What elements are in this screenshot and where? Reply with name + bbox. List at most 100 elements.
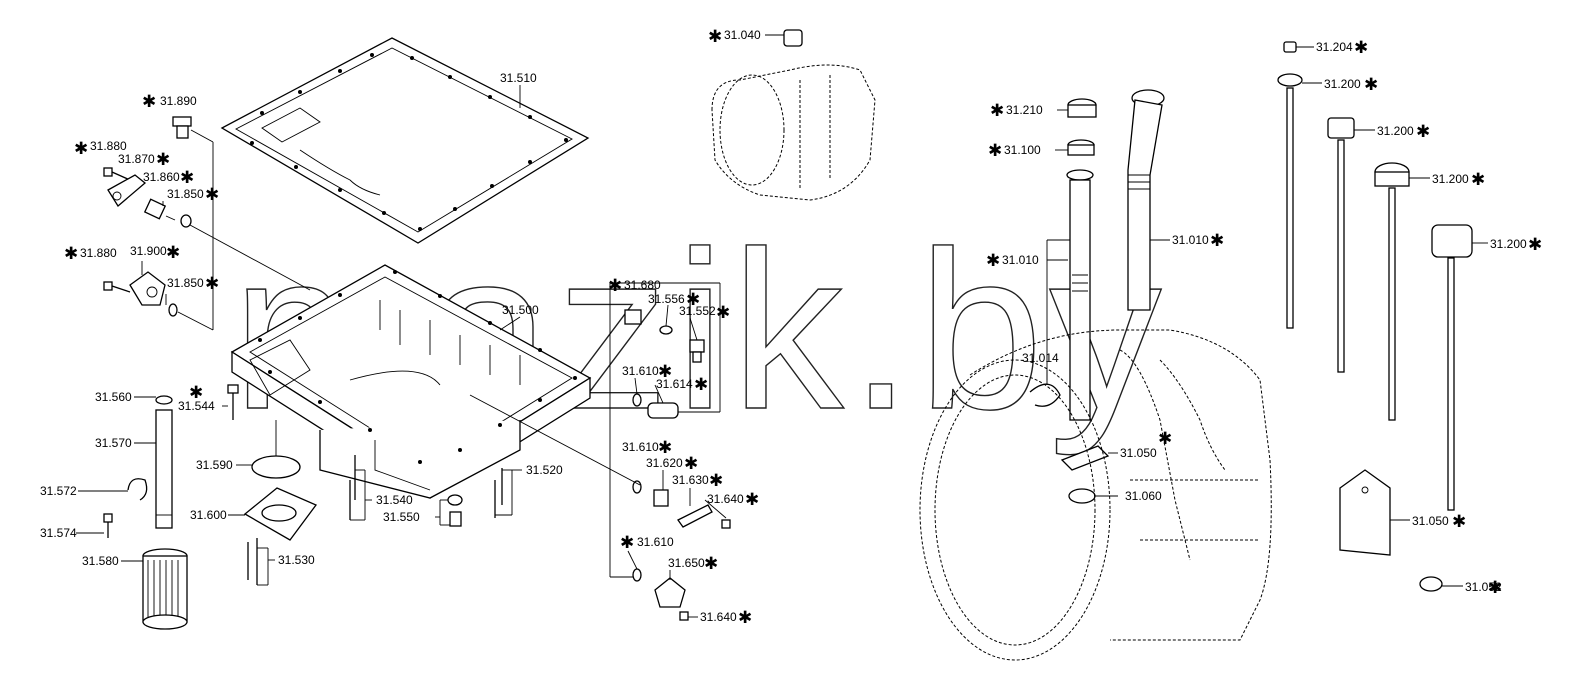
oring-31590: [251, 455, 301, 479]
plug-31552: [689, 339, 705, 363]
cover-31600: [243, 487, 318, 541]
oil-pan: [230, 264, 592, 499]
asterisk-31890: ✱: [142, 92, 156, 112]
oring-31610-a: [632, 393, 642, 407]
screw-31574: [103, 513, 113, 538]
bolts-31530: [247, 538, 258, 585]
label-31560: 31.560: [95, 390, 132, 404]
oring-31556: [659, 325, 673, 335]
asterisk-31870: ✱: [156, 150, 170, 170]
asterisk-31680: ✱: [608, 276, 622, 296]
asterisk-31850-b: ✱: [205, 274, 219, 294]
seal-31060: [1068, 488, 1096, 504]
label-31550: 31.550: [383, 510, 420, 524]
label-31850-a: 31.850: [167, 187, 204, 201]
label-31614: 31.614: [656, 377, 693, 391]
label-31850-b: 31.850: [167, 276, 204, 290]
tube-31010-curved: [1127, 89, 1165, 311]
label-31640-b: 31.640: [700, 610, 737, 624]
label-31572: 31.572: [40, 484, 77, 498]
label-31052: 31.052: [1465, 580, 1502, 594]
label-31540: 31.540: [376, 493, 413, 507]
label-31552: 31.552: [679, 304, 716, 318]
label-31610-a: 31.610: [622, 364, 659, 378]
sleeve-31860: [143, 198, 167, 220]
transmission-housing: [919, 329, 1272, 661]
label-31520: 31.520: [526, 463, 563, 477]
bolt-31880-lower: [103, 281, 131, 293]
label-31544: 31.544: [178, 399, 215, 413]
plate-31050: [1060, 445, 1110, 471]
tag-31050: [1339, 469, 1391, 556]
asterisk-31880-b: ✱: [64, 244, 78, 264]
label-31590: 31.590: [196, 458, 233, 472]
bracket-31870: [107, 174, 147, 207]
label-31100: 31.100: [1004, 143, 1041, 157]
asterisk-31610-a: ✱: [658, 362, 672, 382]
label-31640-a: 31.640: [707, 492, 744, 506]
bolt-31880-upper: [103, 167, 131, 181]
asterisk-31640-b: ✱: [738, 608, 752, 628]
asterisk-31880-a: ✱: [74, 139, 88, 159]
label-31860: 31.860: [143, 170, 180, 184]
label-31200-a: 31.200: [1324, 77, 1361, 91]
bracket-31630: [677, 504, 713, 528]
label-31010-straight: 31.010: [1002, 253, 1039, 267]
sensor-31614: [647, 402, 679, 419]
label-31050-tag: 31.050: [1412, 514, 1449, 528]
label-31530: 31.530: [278, 553, 315, 567]
oring-31560: [155, 395, 173, 405]
bolt-31640-b: [679, 611, 689, 621]
plug-31556: [624, 309, 642, 325]
label-31040: 31.040: [724, 28, 761, 42]
asterisk-31100: ✱: [988, 141, 1002, 161]
asterisk-31630: ✱: [709, 471, 723, 491]
drain-plug-31890: [172, 116, 192, 139]
dipstick-31200-d: [1431, 224, 1473, 511]
sleeve-31620: [653, 489, 669, 507]
label-31204: 31.204: [1316, 40, 1353, 54]
tube-31570: [155, 409, 173, 529]
plug-31052: [1419, 576, 1443, 592]
label-31574: 31.574: [40, 526, 77, 540]
label-31570: 31.570: [95, 436, 132, 450]
asterisk-31200-b: ✱: [1416, 122, 1430, 142]
filter-31580: [142, 548, 188, 630]
label-31060: 31.060: [1125, 489, 1162, 503]
label-31880-a: 31.880: [90, 139, 127, 153]
asterisk-31610-b: ✱: [658, 438, 672, 458]
label-31880-b: 31.880: [80, 246, 117, 260]
label-31200-b: 31.200: [1377, 124, 1414, 138]
asterisk-31544: ✱: [189, 383, 203, 403]
label-31870: 31.870: [118, 152, 155, 166]
label-31050-plate: 31.050: [1120, 446, 1157, 460]
asterisk-31650: ✱: [704, 554, 718, 574]
cap-31204: [1283, 41, 1297, 53]
label-31200-d: 31.200: [1490, 237, 1527, 251]
asterisk-31050-plate: ✱: [1158, 429, 1172, 449]
asterisk-31200-a: ✱: [1364, 75, 1378, 95]
oring-31610-c: [632, 568, 642, 582]
label-31500: 31.500: [502, 303, 539, 317]
asterisk-31610-c: ✱: [620, 533, 634, 553]
asterisk-31556: ✱: [686, 290, 700, 310]
label-31630: 31.630: [672, 473, 709, 487]
asterisk-31900: ✱: [166, 243, 180, 263]
seal-31100: [1067, 139, 1095, 156]
label-31610-b: 31.610: [622, 440, 659, 454]
asterisk-31200-d: ✱: [1528, 235, 1542, 255]
plug-31550: [447, 494, 463, 527]
bolt-31640-a: [721, 519, 731, 529]
asterisk-31010-curved: ✱: [1210, 231, 1224, 251]
asterisk-31850-a: ✱: [205, 185, 219, 205]
asterisk-31040: ✱: [708, 27, 722, 47]
oil-pan-gasket: [220, 37, 590, 244]
screw-31544: [227, 384, 239, 420]
dipstick-31200-c: [1374, 162, 1410, 421]
asterisk-31640-a: ✱: [745, 490, 759, 510]
housing-31900: [129, 271, 166, 306]
label-31680: 31.680: [624, 278, 661, 292]
asterisk-31860: ✱: [180, 168, 194, 188]
asterisk-31052: ✱: [1488, 578, 1502, 598]
